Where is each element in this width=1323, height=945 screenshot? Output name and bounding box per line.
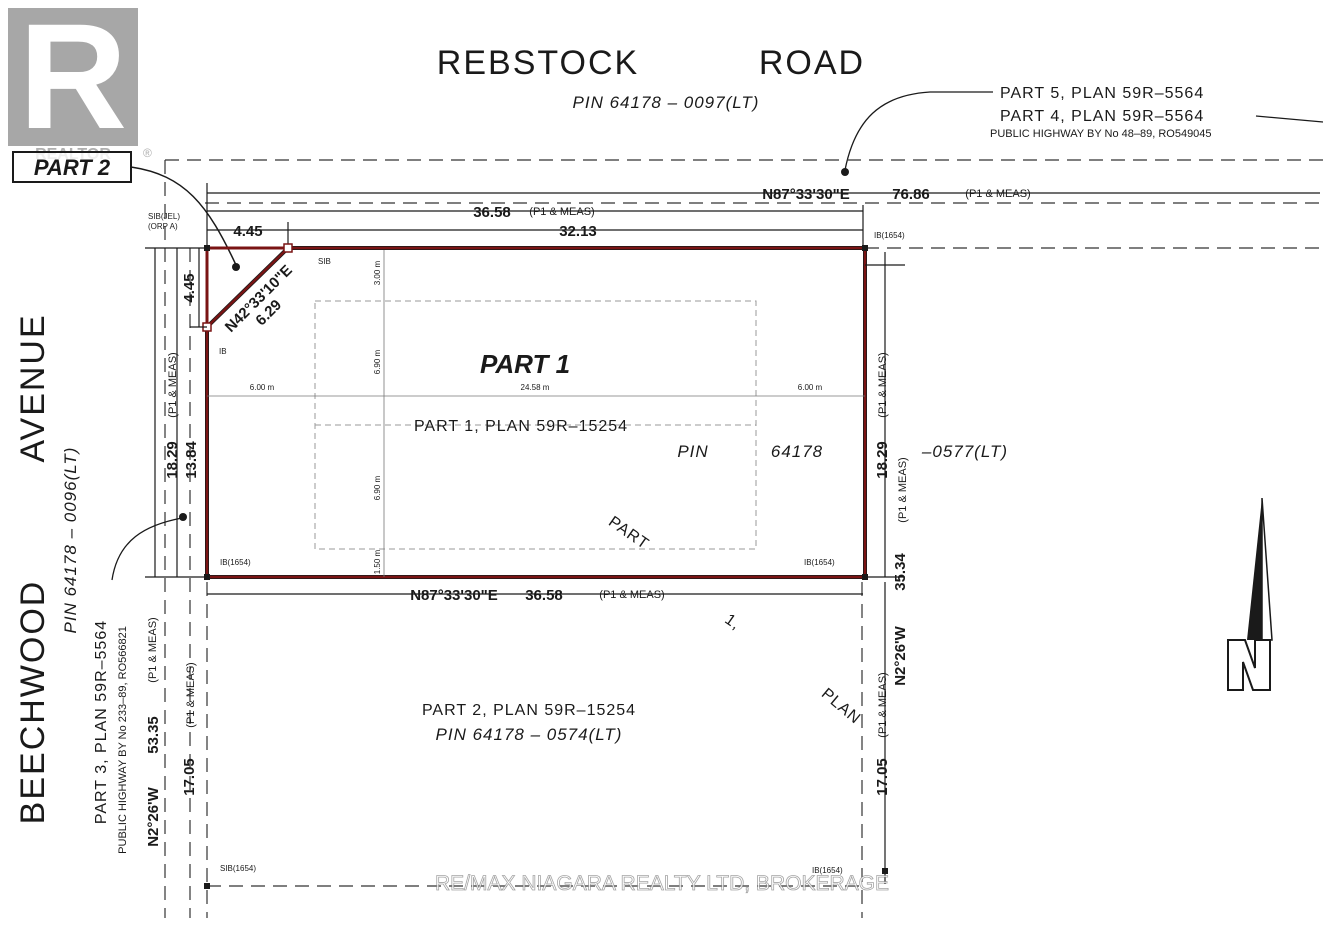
realtor-logo: R REALTOR ® xyxy=(8,0,152,163)
part5-leader-dot xyxy=(841,168,849,176)
dim-left-18-29: 18.29 xyxy=(164,441,181,479)
dim-top-36-qualifier: (P1 & MEAS) xyxy=(529,206,594,218)
monument-ib-left-bottom: IB(1654) xyxy=(220,558,251,567)
monument-ib: IB xyxy=(219,347,227,356)
right-dimension-lines xyxy=(865,252,905,884)
setback-top: 3.00 m xyxy=(373,260,382,285)
highway-top-label: PUBLIC HIGHWAY BY No 48–89, RO549045 xyxy=(990,128,1212,140)
pin-mid-word: PIN xyxy=(677,442,708,461)
part1-title: PART 1 xyxy=(480,349,570,379)
left-road-pin: PIN 64178 – 0096(LT) xyxy=(61,447,80,634)
dim-left-13-84: 13.84 xyxy=(183,441,200,479)
realtor-logo-letter: R xyxy=(19,0,127,160)
part2-box-label: PART 2 xyxy=(12,151,132,183)
top-road-pin: PIN 64178 – 0097(LT) xyxy=(573,93,760,112)
setback-right: 6.00 m xyxy=(798,383,823,392)
realtor-registered-mark: ® xyxy=(143,146,152,160)
building-envelope xyxy=(314,300,757,550)
setback-lower-depth: 6.90 m xyxy=(373,475,382,500)
north-arrow-icon xyxy=(1227,497,1273,691)
dim-top-length: 76.86 xyxy=(892,186,930,203)
setback-bottom: 1.50 m xyxy=(373,549,382,574)
part3-leader-line xyxy=(111,517,183,581)
dim-left-qualifier-2: (P1 & MEAS) xyxy=(147,617,159,682)
monument-ib-right-bottom: IB(1654) xyxy=(804,558,835,567)
dim-right-qualifier-3: (P1 & MEAS) xyxy=(877,672,889,737)
dim-left-bearing: N2°26'W xyxy=(145,786,162,846)
left-dimension-lines xyxy=(145,247,207,578)
dim-top-qualifier: (P1 & MEAS) xyxy=(965,188,1030,200)
part4-plan-label: PART 4, PLAN 59R–5564 xyxy=(1000,108,1204,125)
dim-bottom-qualifier: (P1 & MEAS) xyxy=(599,589,664,601)
road-name-avenue: AVENUE xyxy=(14,313,52,462)
dim-left-qualifier: (P1 & MEAS) xyxy=(167,352,179,417)
monument-orp-a: (ORP A) xyxy=(148,222,178,231)
road-name-road: ROAD xyxy=(759,44,865,82)
road-allowance-lines xyxy=(164,159,1323,918)
part3-plan-label: PART 3, PLAN 59R–5564 xyxy=(93,620,110,824)
monument-marker-bottom-right xyxy=(882,868,888,874)
monument-marker-bottom-left xyxy=(204,883,210,889)
dim-right-18-29: 18.29 xyxy=(874,441,891,479)
road-name-rebstock: REBSTOCK xyxy=(437,44,639,82)
part2-box-text: PART 2 xyxy=(34,155,111,180)
dim-bottom-length: 36.58 xyxy=(525,587,563,604)
dim-top-32-13: 32.13 xyxy=(559,223,597,240)
setback-upper-depth: 6.90 m xyxy=(373,349,382,374)
watermark-text: RE/MAX NIAGARA REALTY LTD, BROKERAGE xyxy=(435,872,889,895)
part4-leader-line xyxy=(1255,115,1323,123)
dim-left-qualifier-3: (P1 & MEAS) xyxy=(185,662,197,727)
plan-diagonal-word: PLAN xyxy=(818,685,864,727)
part2-pin-label: PIN 64178 – 0574(LT) xyxy=(436,725,623,744)
monument-ib-top-right: IB(1654) xyxy=(874,231,905,240)
dim-right-35-34: 35.34 xyxy=(892,553,909,591)
dim-top-4-45: 4.45 xyxy=(233,223,262,240)
setback-mid-width: 24.58 m xyxy=(521,383,550,392)
dim-left-53-35: 53.35 xyxy=(145,716,162,754)
part2-leader-dot xyxy=(232,263,240,271)
part1-parcel xyxy=(202,243,868,580)
monument-sib-jel: SIB(JEL) xyxy=(148,212,180,221)
part5-leader-line xyxy=(844,91,993,171)
dim-right-qualifier-1: (P1 & MEAS) xyxy=(877,352,889,417)
road-name-beechwood: BEECHWOOD xyxy=(14,580,52,825)
dim-left-17-05: 17.05 xyxy=(181,758,198,796)
top-dimension-lines xyxy=(206,183,1320,248)
part5-plan-label: PART 5, PLAN 59R–5564 xyxy=(1000,85,1204,102)
dim-left-4-45: 4.45 xyxy=(181,273,198,302)
dim-right-qualifier-2: (P1 & MEAS) xyxy=(897,457,909,522)
part2-plan-label: PART 2, PLAN 59R–15254 xyxy=(422,702,636,719)
dim-top-bearing: N87°33'30"E xyxy=(762,186,850,203)
pin-mid-suffix: –0577(LT) xyxy=(921,442,1008,461)
dim-bottom-bearing: N87°33'30"E xyxy=(410,587,498,604)
part3-leader-dot xyxy=(179,513,187,521)
monument-sib-bottom: SIB(1654) xyxy=(220,864,256,873)
dim-right-bearing: N2°26'W xyxy=(892,625,909,685)
dim-right-17-05: 17.05 xyxy=(874,758,891,796)
part-diagonal-word: PART xyxy=(605,513,652,553)
setback-dimension-lines xyxy=(207,250,865,577)
part2-leader-line xyxy=(130,166,237,266)
dim-top-36-58: 36.58 xyxy=(473,204,511,221)
highway-left-label: PUBLIC HIGHWAY BY No 233–89, RO566821 xyxy=(117,626,129,854)
part-diagonal-number: 1, xyxy=(721,611,743,634)
monument-ib-bottom-right: IB(1654) xyxy=(812,866,843,875)
part1-plan-label: PART 1, PLAN 59R–15254 xyxy=(414,418,628,435)
monument-sib: SIB xyxy=(318,257,331,266)
setback-left: 6.00 m xyxy=(250,383,275,392)
pin-mid-number: 64178 xyxy=(771,442,823,461)
